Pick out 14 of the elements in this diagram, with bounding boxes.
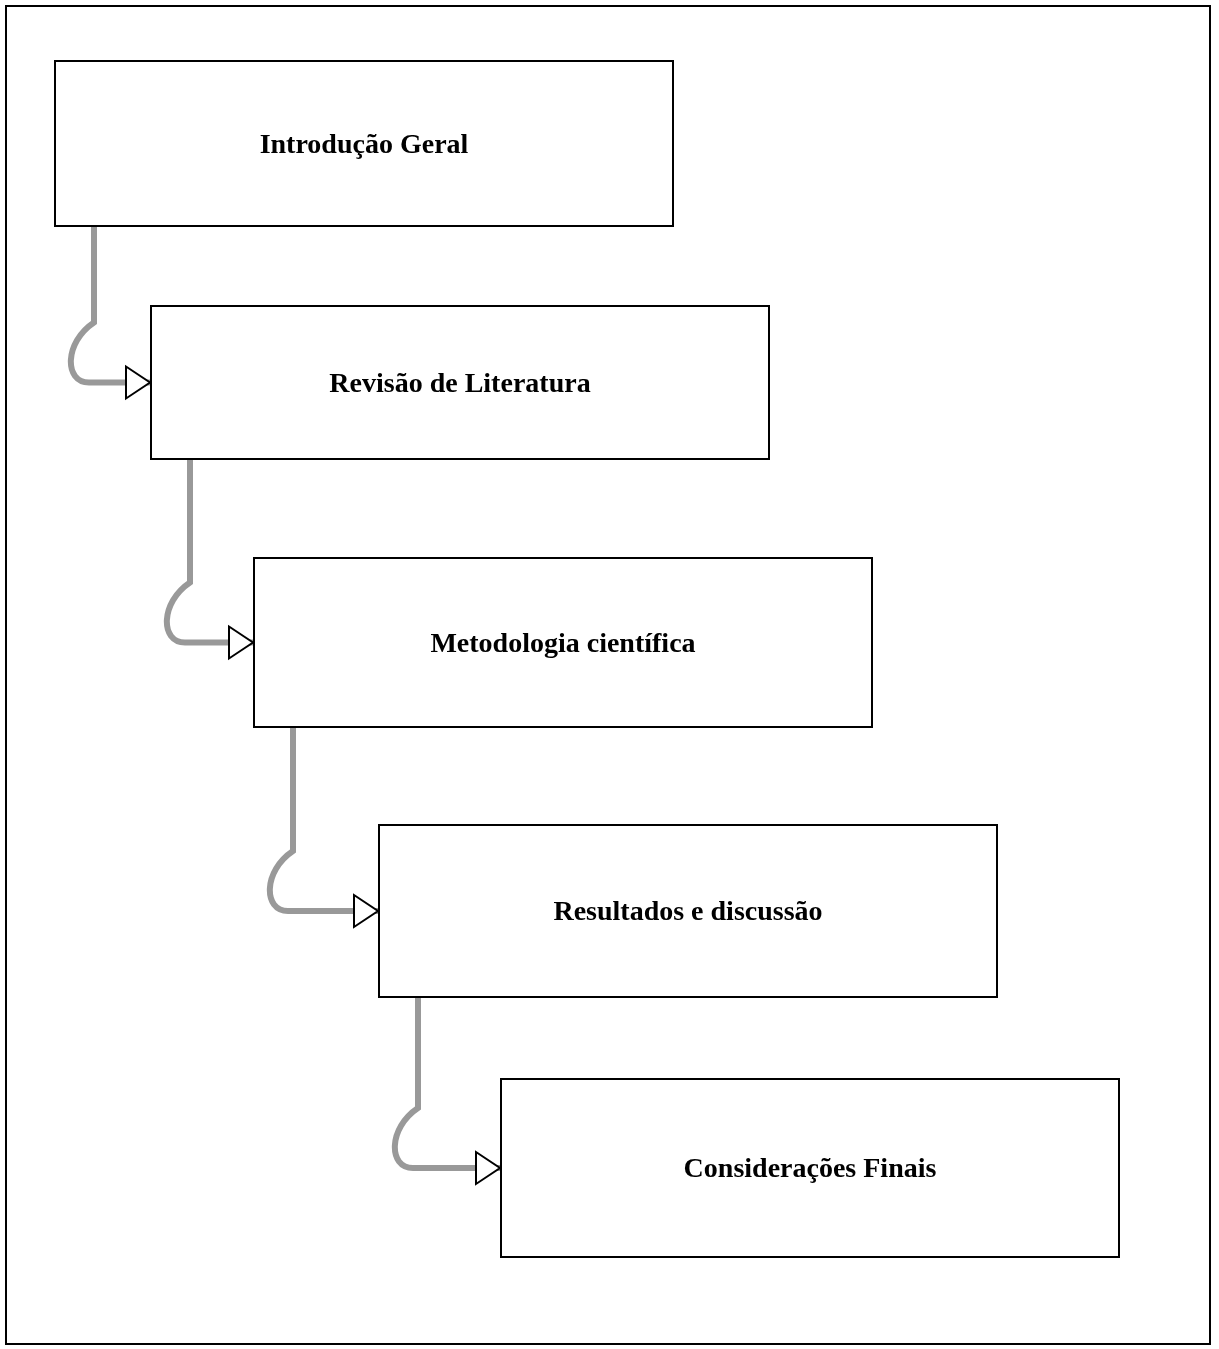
curved-arrow (391, 998, 501, 1185)
process-box (378, 824, 998, 998)
process-box (150, 305, 770, 460)
box-title: Metodologia científica (430, 626, 696, 659)
process-box (500, 1078, 1120, 1258)
curved-arrow (163, 460, 254, 660)
box-title: Introdução Geral (259, 127, 469, 160)
box-title: Considerações Finais (683, 1152, 937, 1184)
process-box (253, 557, 873, 728)
curved-arrow (266, 728, 379, 928)
box-title: Resultados e discussão (553, 895, 823, 927)
process-box (54, 60, 674, 227)
curved-arrow (67, 227, 151, 400)
box-title: Revisão de Literatura (329, 366, 591, 399)
